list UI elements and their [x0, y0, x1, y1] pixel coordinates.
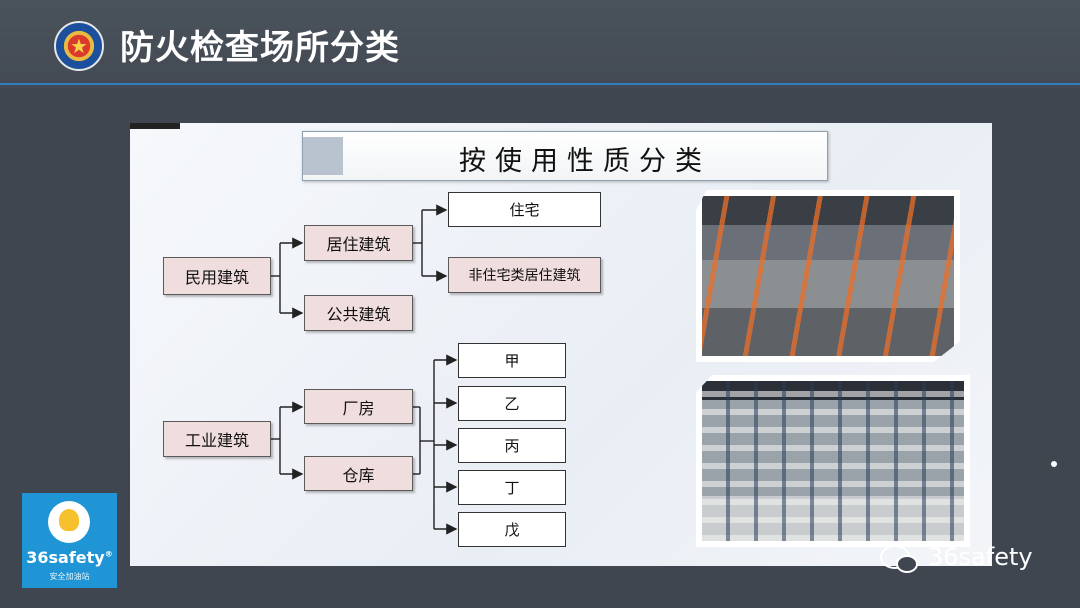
node-class-bing: 丙: [458, 428, 566, 463]
watermark-text: 36safety: [928, 543, 1033, 571]
node-class-wu: 戊: [458, 512, 566, 547]
lightbulb-icon: [59, 509, 79, 531]
wechat-watermark: 36safety: [880, 540, 1033, 574]
node-class-yi: 乙: [458, 386, 566, 421]
logo-name: 36safety®: [26, 548, 113, 567]
slide-dot: [1051, 461, 1057, 467]
slide-title: 防火检查场所分类: [120, 28, 400, 68]
heading-box: 按使用性质分类: [302, 131, 828, 181]
node-class-jia: 甲: [458, 343, 566, 378]
node-industrial-buildings: 工业建筑: [163, 421, 271, 457]
top-bar-divider: [0, 83, 1080, 85]
node-housing: 住宅: [448, 192, 601, 227]
node-factory: 厂房: [304, 389, 413, 424]
node-residential-buildings: 居住建筑: [304, 225, 413, 261]
star-icon: ★: [70, 34, 88, 58]
content-panel: 按使用性质分类: [130, 123, 992, 566]
warehouse-photo: [696, 375, 970, 547]
factory-photo: [696, 190, 960, 362]
node-non-housing-residential: 非住宅类居住建筑: [448, 257, 601, 293]
wechat-icon: [880, 545, 918, 573]
node-class-ding: 丁: [458, 470, 566, 505]
node-civil-buildings: 民用建筑: [163, 257, 271, 295]
heading-accent-square: [303, 137, 343, 175]
panel-corner-tab: [130, 123, 180, 129]
logo-subtitle: 安全加油站: [49, 572, 90, 581]
node-warehouse: 仓库: [304, 456, 413, 491]
heading-text: 按使用性质分类: [459, 146, 711, 177]
fire-rescue-emblem-icon: ★: [54, 21, 104, 71]
tree-connectors: [271, 204, 458, 535]
36safety-logo: 36safety® 安全加油站: [22, 493, 117, 588]
top-bar: [0, 0, 1080, 88]
node-public-buildings: 公共建筑: [304, 295, 413, 331]
